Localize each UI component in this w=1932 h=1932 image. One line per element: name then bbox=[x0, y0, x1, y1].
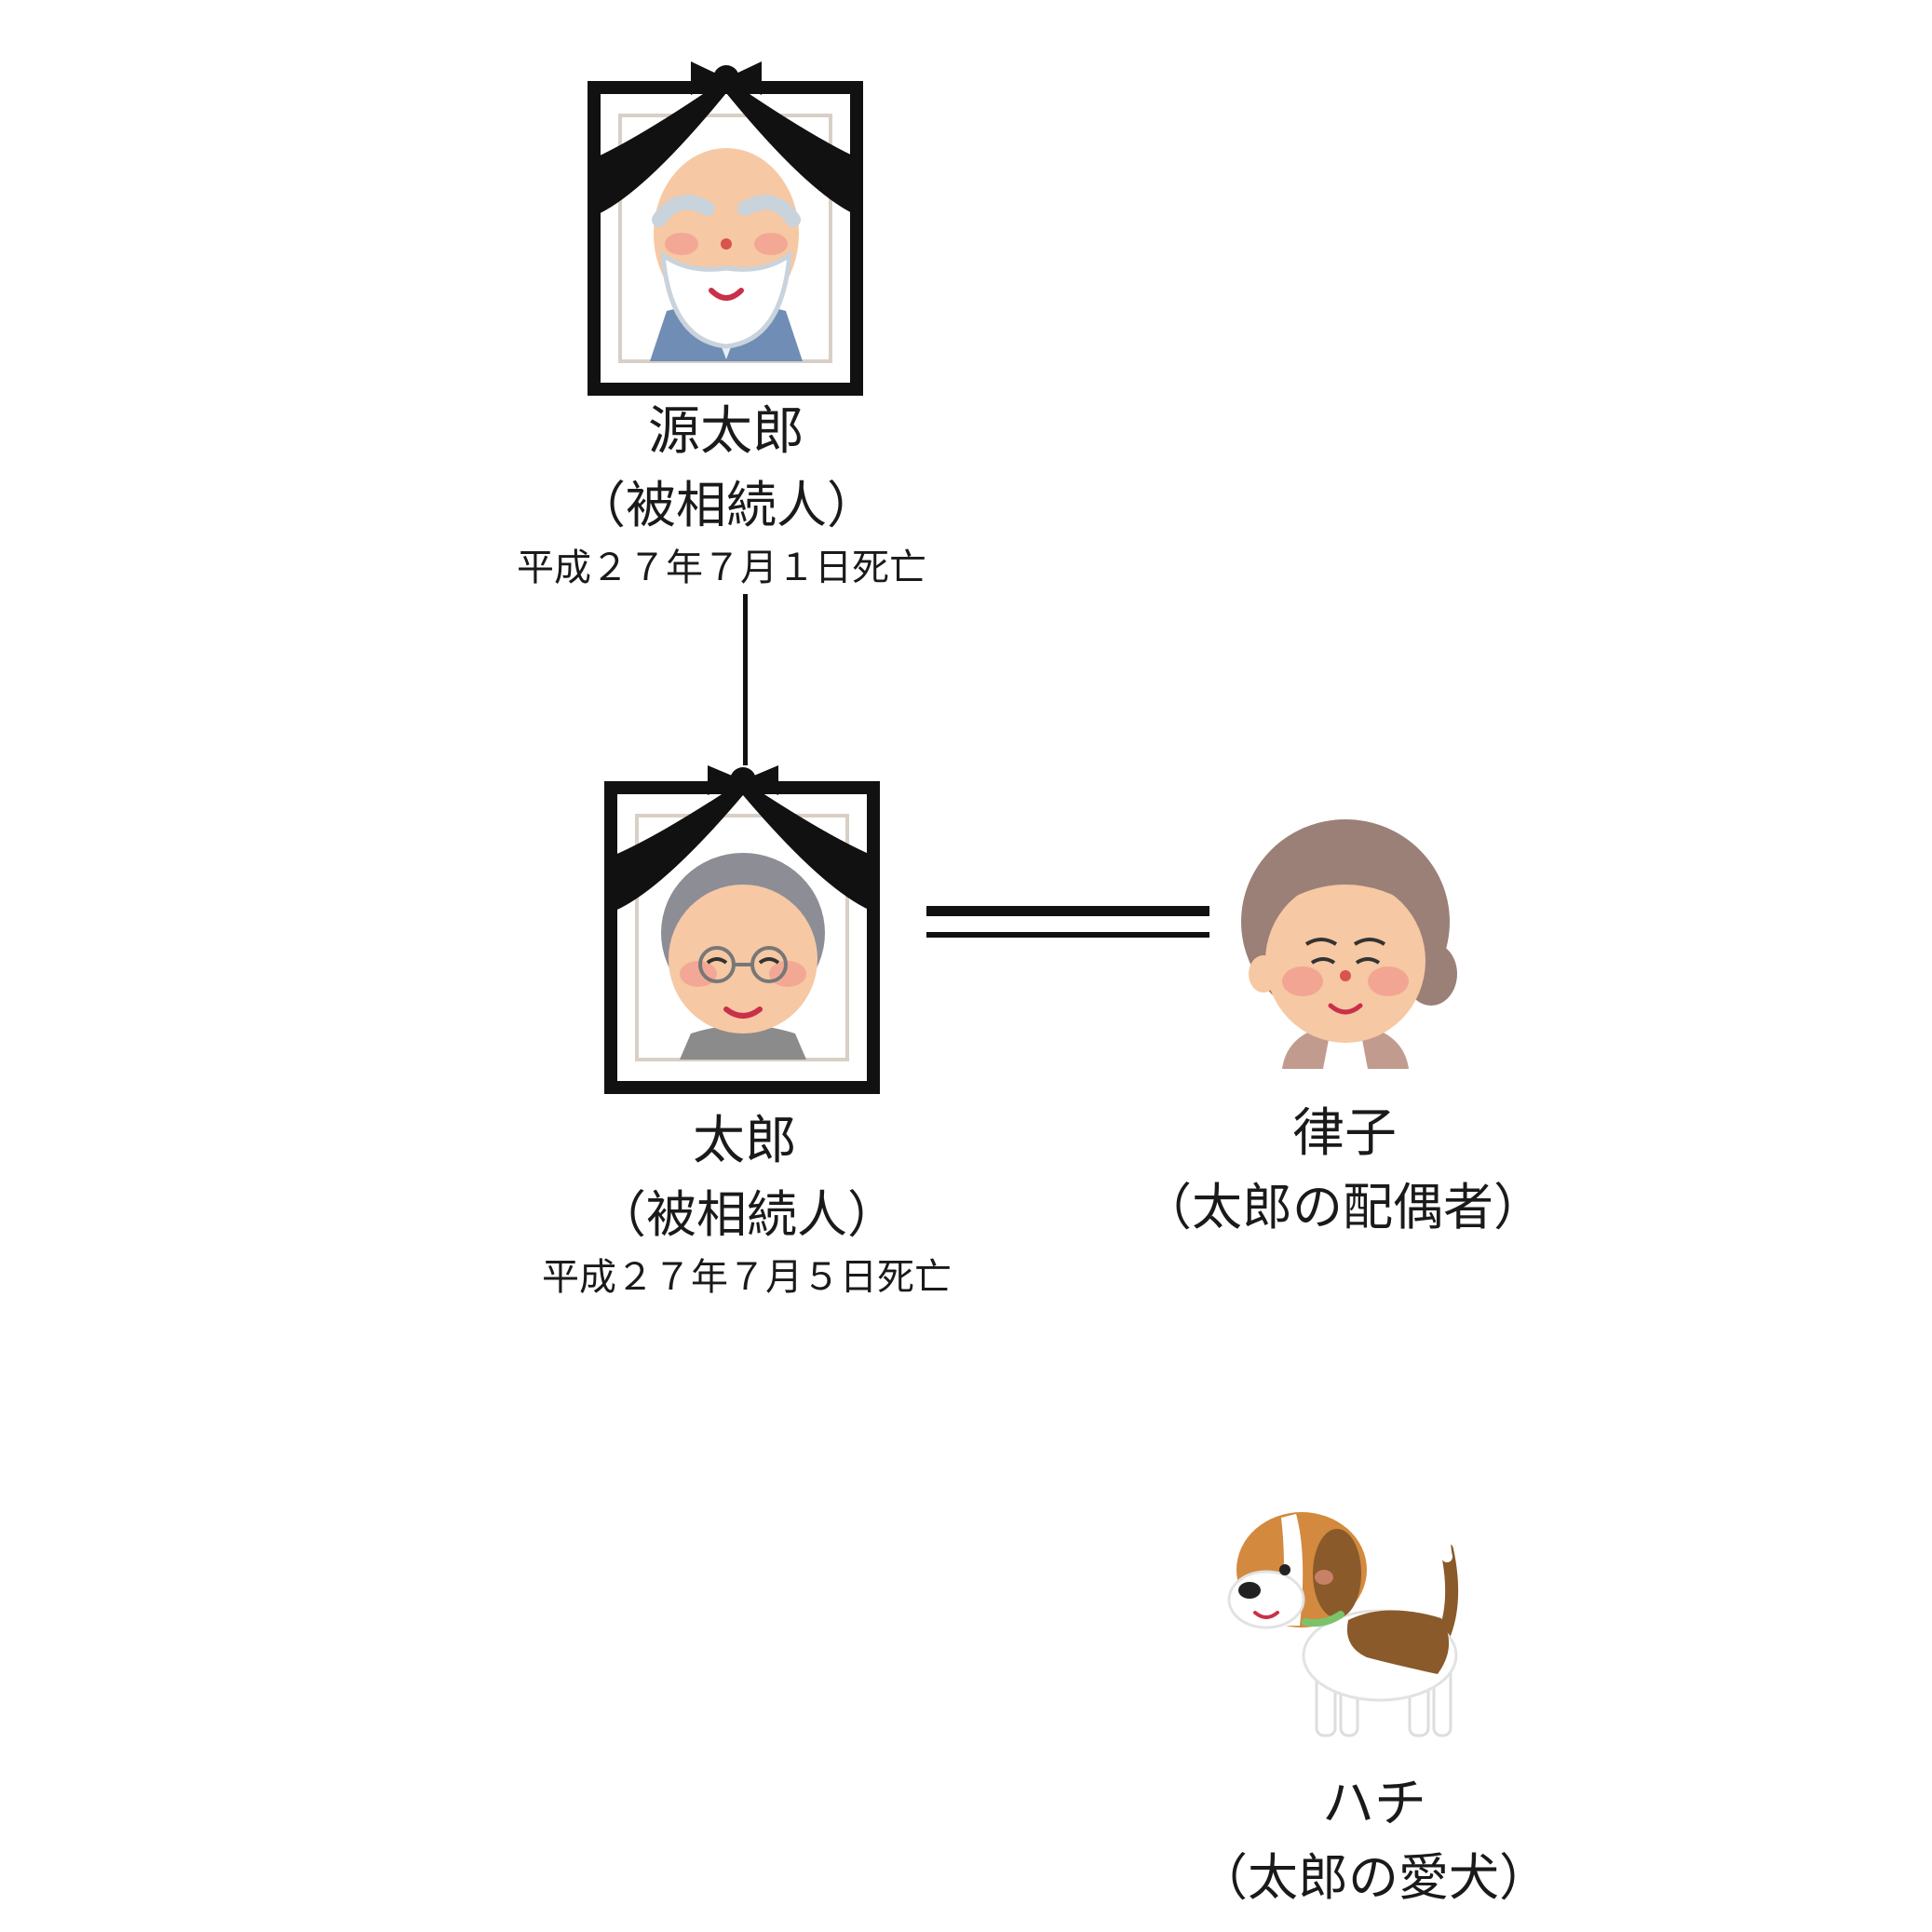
person-role-gentaro: （被相続人） bbox=[575, 476, 877, 534]
parent-child-line bbox=[743, 594, 748, 765]
person-name-taro: 太郎 bbox=[693, 1111, 797, 1171]
elderly-woman-icon bbox=[1241, 819, 1457, 1069]
death-date-gentaro: 平成２７年７月１日死亡 bbox=[517, 547, 926, 589]
spouse-line-top bbox=[926, 906, 1209, 916]
person-name-ritsuko: 律子 bbox=[1292, 1103, 1397, 1164]
person-name-gentaro: 源太郎 bbox=[648, 401, 804, 462]
memorial-portrait-elder-glasses-icon bbox=[604, 765, 880, 1094]
spouse-line-bottom bbox=[926, 932, 1209, 938]
beagle-dog-icon bbox=[1227, 1512, 1459, 1737]
person-role-taro: （被相続人） bbox=[596, 1185, 898, 1244]
pet-name-hachi: ハチ bbox=[1322, 1774, 1426, 1834]
person-role-ritsuko: （太郎の配偶者） bbox=[1142, 1178, 1544, 1236]
memorial-portrait-bald-elder-icon bbox=[588, 61, 863, 396]
death-date-taro: 平成２７年７月５日死亡 bbox=[542, 1256, 952, 1299]
pet-role-hachi: （太郎の愛犬） bbox=[1197, 1848, 1549, 1907]
